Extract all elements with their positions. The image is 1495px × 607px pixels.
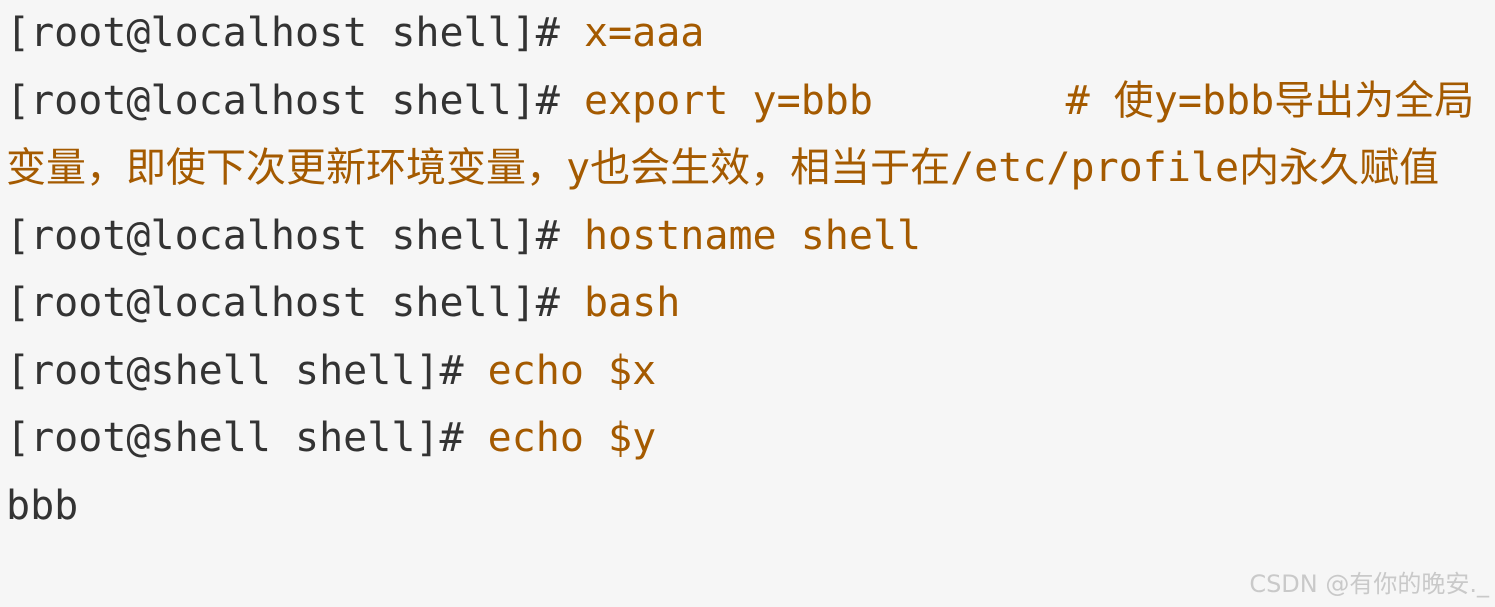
shell-prompt: [root@localhost shell]# [6,280,560,326]
csdn-watermark: CSDN @有你的晚安._ [1249,570,1489,598]
shell-prompt: [root@shell shell]# [6,347,464,394]
shell-command: echo $x [463,347,657,394]
terminal-line: bbb [6,473,1486,541]
shell-prompt: [root@localhost shell]# [6,10,560,56]
shell-prompt: [root@shell shell]# [6,415,464,461]
shell-command: x=aaa [559,10,705,56]
shell-prompt: [root@localhost shell]# [6,212,560,259]
terminal-line: [root@localhost shell]# x=aaa [6,0,1486,68]
terminal-line: [root@localhost shell]# export y=bbb # 使… [6,68,1486,203]
shell-output: bbb [6,482,79,529]
terminal-line: [root@localhost shell]# hostname shell [6,203,1486,271]
shell-command: bash [559,280,681,326]
shell-comment: # 使y=bbb导出为全局变量，即使下次更新环境变量，y也会生效，相当于在/et… [6,77,1475,192]
shell-command: hostname shell [559,212,922,259]
shell-command: export y=bbb [559,77,873,124]
terminal-output: [root@localhost shell]# x=aaa [root@loca… [6,0,1486,540]
terminal-line: [root@shell shell]# echo $x [6,338,1486,406]
terminal-line: [root@shell shell]# echo $y [6,405,1486,473]
shell-prompt: [root@localhost shell]# [6,77,560,124]
shell-command: echo $y [463,415,657,461]
terminal-line: [root@localhost shell]# bash [6,270,1486,338]
